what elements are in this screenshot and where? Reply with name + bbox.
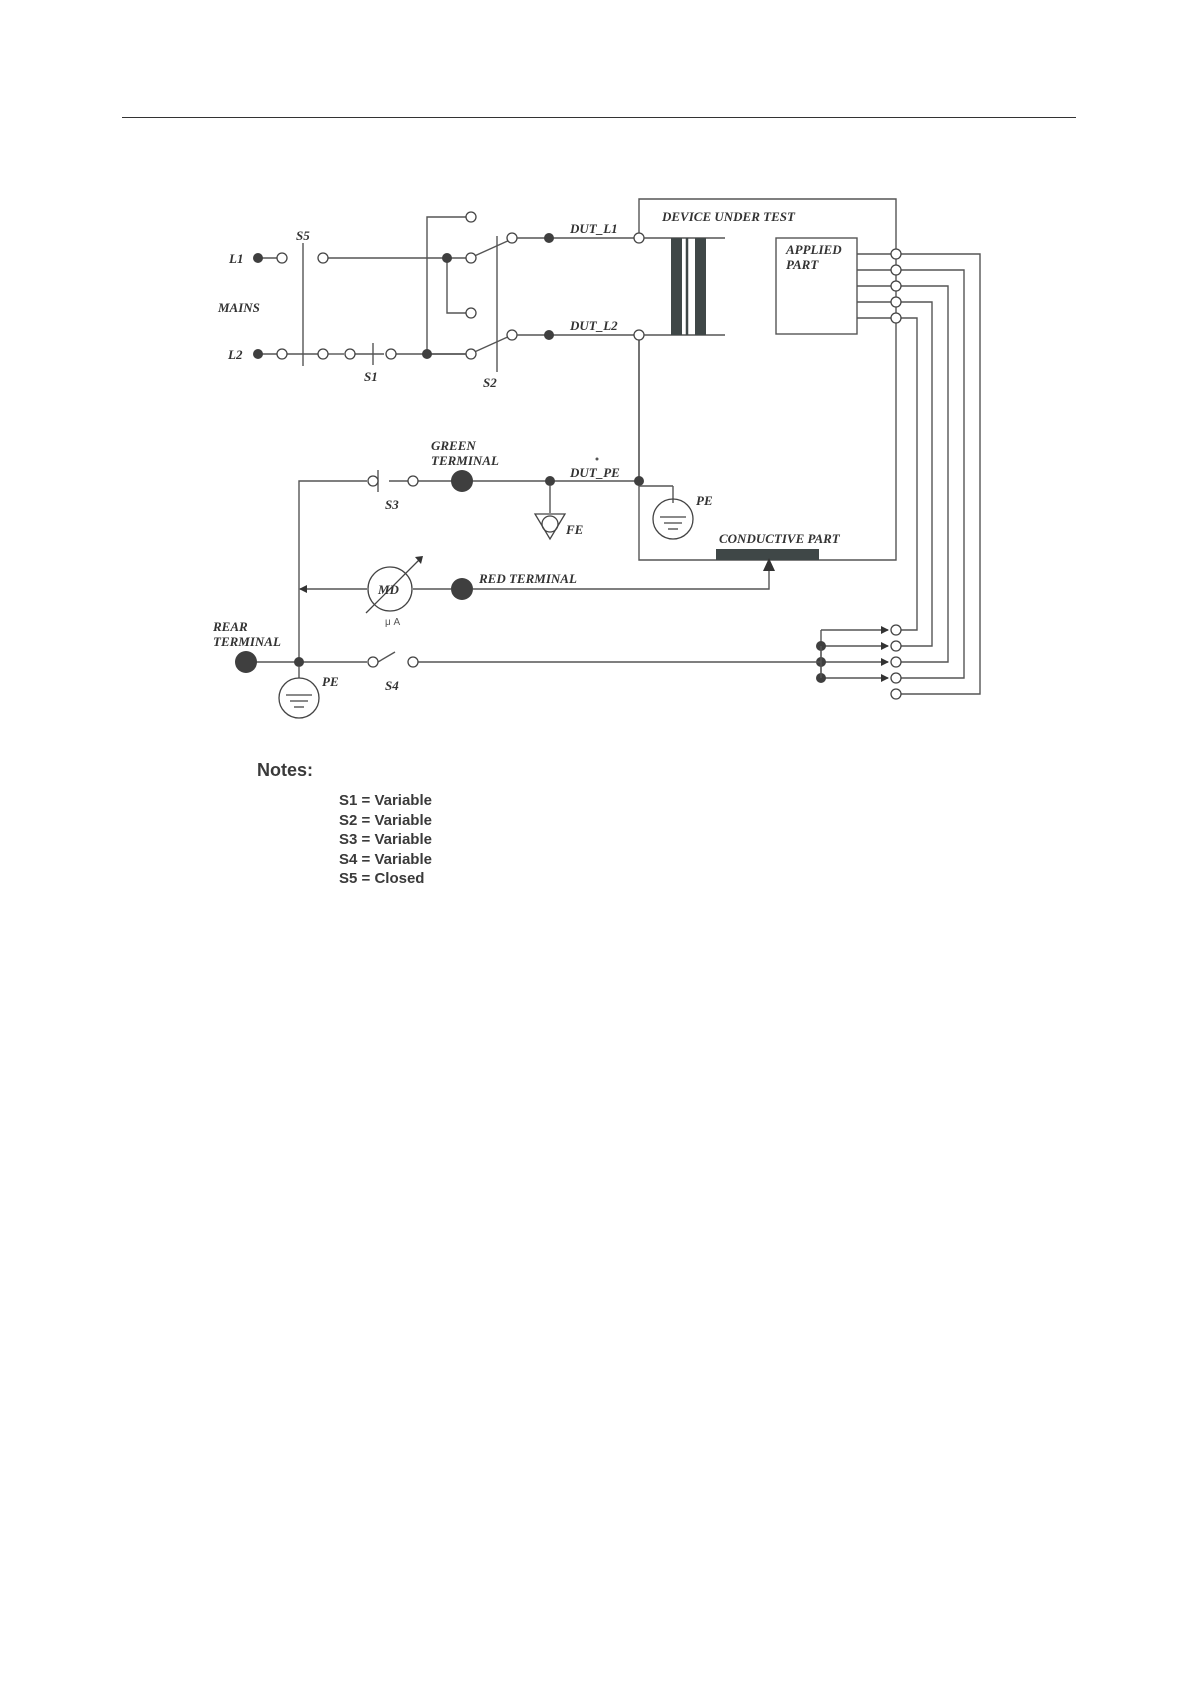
label-l1: L1 [228,251,243,266]
label-green-1: GREEN [431,438,476,453]
label-pe-dut: PE [696,493,713,508]
label-device-under-test: DEVICE UNDER TEST [661,209,796,224]
s2-switch [422,212,634,372]
rear-protective-earth-icon [279,667,319,718]
note-item: S3 = Variable [339,830,432,850]
label-md: MD [377,582,400,597]
rear-terminal [235,651,257,673]
label-rear-1: REAR [212,619,248,634]
applied-part-leads [816,249,980,699]
functional-earth-icon [535,486,565,539]
label-microamp: μ A [385,617,401,628]
s4-switch-blade [378,652,395,662]
device-under-test [634,199,896,560]
diagram-labels: L1 L2 MAINS S5 S1 S2 DUT_L1 DUT_L2 DUT_P… [212,209,842,693]
notes-list: S1 = Variable S2 = Variable S3 = Variabl… [339,791,432,889]
label-mains: MAINS [217,300,260,315]
label-s1: S1 [364,369,378,384]
notes-title: Notes: [257,760,432,781]
label-s2: S2 [483,375,497,390]
label-conductive-part: CONDUCTIVE PART [719,531,841,546]
test-circuit-schematic: L1 L2 MAINS S5 S1 S2 DUT_L1 DUT_L2 DUT_P… [0,0,1191,760]
note-item: S2 = Variable [339,811,432,831]
l2-terminal [253,349,263,359]
label-s5: S5 [296,228,310,243]
note-item: S4 = Variable [339,850,432,870]
l1-terminal [253,253,263,263]
protective-earth-icon [639,486,693,539]
label-applied-1: APPLIED [785,242,842,257]
label-dut-l2: DUT_L2 [569,318,618,333]
label-rear-2: TERMINAL [213,634,281,649]
green-terminal [451,470,473,492]
label-l2: L2 [227,347,243,362]
label-dut-pe: DUT_PE [569,465,620,480]
label-fe: FE [565,522,584,537]
label-s3: S3 [385,497,399,512]
label-applied-2: PART [786,257,819,272]
note-item: S1 = Variable [339,791,432,811]
label-s4: S4 [385,678,399,693]
label-green-2: TERMINAL [431,453,499,468]
red-terminal [451,578,473,600]
label-pe-rear: PE [322,674,339,689]
transformer-icon [644,238,725,335]
label-dut-l1: DUT_L1 [569,221,618,236]
notes-section: Notes: S1 = Variable S2 = Variable S3 = … [257,760,432,889]
label-red-terminal: RED TERMINAL [478,571,577,586]
note-item: S5 = Closed [339,869,432,889]
conductive-part-bar [716,549,819,560]
pe-section [299,458,693,663]
mains-section [253,243,465,366]
